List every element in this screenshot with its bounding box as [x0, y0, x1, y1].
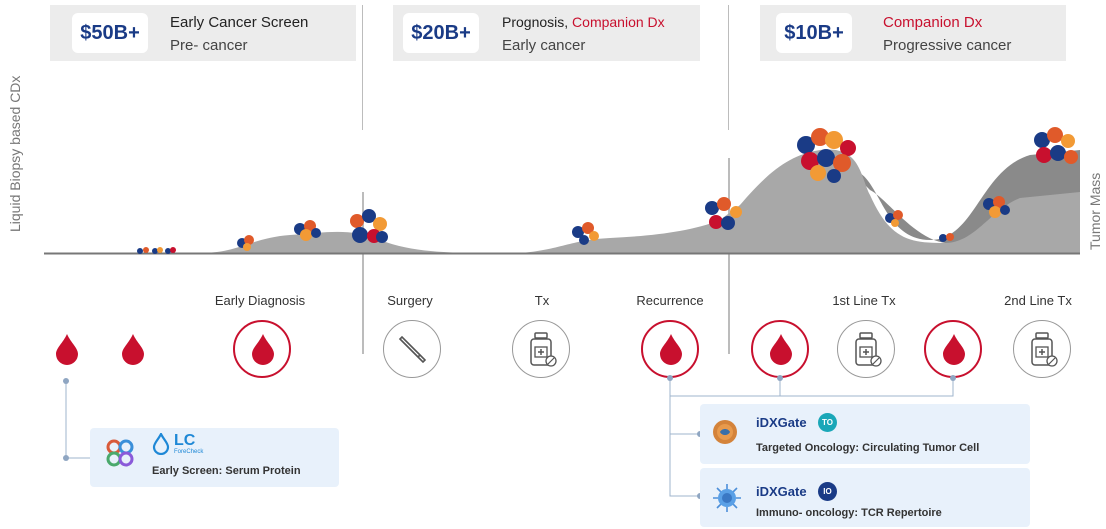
cell-cluster-icon: [705, 197, 742, 230]
tx-circle: [512, 320, 570, 378]
divider-2: [728, 158, 730, 354]
recurrence-blood-test: [641, 320, 699, 378]
cell-cluster-icon: [572, 222, 599, 245]
cell-cluster-icon: [294, 220, 321, 241]
stage-tx: Tx: [534, 293, 550, 308]
io-badge: IO: [818, 482, 837, 501]
divider-top-1: [362, 5, 363, 130]
blood-drop-icon: [56, 334, 78, 365]
product-description: Immuno- oncology: TCR Repertoire: [756, 507, 942, 519]
divider-top-2: [728, 5, 729, 130]
lc-logo-subtitle: ForeCheck: [174, 449, 204, 455]
market-box-screening: $50B+ Early Cancer Screen Pre- cancer: [50, 5, 356, 61]
protein-structure-icon: [106, 439, 134, 467]
surgery-circle: [383, 320, 441, 378]
market-subtitle: Early cancer: [502, 37, 586, 54]
market-value: $20B+: [403, 13, 479, 53]
product-description: Targeted Oncology: Circulating Tumor Cel…: [756, 442, 980, 454]
stage-first-line: 1st Line Tx: [832, 293, 896, 308]
stage-surgery: Surgery: [387, 293, 433, 308]
market-value: $10B+: [776, 13, 852, 53]
product-name: iDXGate: [756, 484, 807, 499]
stage-recurrence: Recurrence: [636, 293, 704, 308]
market-box-prognosis: $20B+ Prognosis, Companion Dx Early canc…: [393, 5, 700, 61]
blood-drop-icon: [943, 334, 965, 365]
lc-logo: LC: [174, 432, 196, 449]
second-line-tx-circle: [1013, 320, 1071, 378]
market-subtitle: Progressive cancer: [883, 37, 1012, 54]
stage-early-diagnosis: Early Diagnosis: [214, 293, 306, 308]
lc-logo-icon: [152, 433, 170, 455]
product-description: Early Screen: Serum Protein: [152, 465, 301, 477]
blood-drop-icon: [252, 334, 274, 365]
blood-drop-icon: [660, 334, 682, 365]
product-card-idxgate-to: iDXGate TO Targeted Oncology: Circulatin…: [700, 404, 1030, 464]
cell-cluster-icon: [137, 247, 176, 254]
market-value: $50B+: [72, 13, 148, 53]
cell-cluster-icon: [237, 235, 254, 251]
product-name: iDXGate: [756, 415, 807, 430]
market-title-part2: Companion Dx: [572, 14, 665, 30]
scalpel-icon: [398, 335, 427, 364]
cell-cluster-icon: [885, 210, 903, 227]
market-title: Prognosis, Companion Dx: [502, 14, 665, 30]
market-box-progressive: $10B+ Companion Dx Progressive cancer: [760, 5, 1066, 61]
t-cell-icon: [713, 484, 741, 512]
stage-second-line: 2nd Line Tx: [1004, 293, 1072, 308]
market-title: Companion Dx: [883, 14, 983, 31]
medicine-bottle-icon: [530, 332, 557, 367]
circulating-tumor-cell-icon: [713, 420, 737, 444]
cell-cluster-icon: [350, 209, 388, 243]
divider-1: [362, 192, 364, 354]
market-title: Early Cancer Screen: [170, 14, 309, 31]
blood-drop-icon: [122, 334, 144, 365]
cell-cluster-icon: [1034, 127, 1078, 164]
first-line-tx-circle: [837, 320, 895, 378]
medicine-bottle-icon: [855, 332, 882, 367]
cell-cluster-icon: [983, 196, 1010, 218]
medicine-bottle-icon: [1031, 332, 1058, 367]
product-card-lc-forecheck: LC ForeCheck Early Screen: Serum Protein: [90, 428, 339, 487]
cell-cluster-icon: [797, 128, 856, 183]
product-card-idxgate-io: iDXGate IO Immuno- oncology: TCR Reperto…: [700, 468, 1030, 527]
early-diagnosis-blood-test: [233, 320, 291, 378]
market-subtitle: Pre- cancer: [170, 37, 248, 54]
market-title-part1: Prognosis,: [502, 14, 569, 30]
cell-cluster-icon: [939, 233, 954, 242]
blood-drop-icon: [770, 334, 792, 365]
to-badge: TO: [818, 413, 837, 432]
